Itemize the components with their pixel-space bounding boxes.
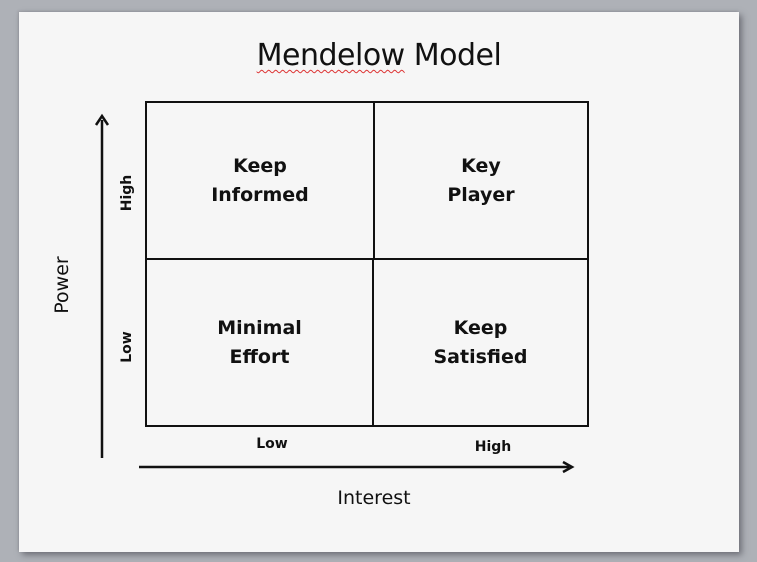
x-axis-label: Interest — [337, 487, 411, 509]
y-tick-low: Low — [119, 331, 135, 363]
slide: Mendelow Model Keep Informed Key Player … — [19, 12, 739, 552]
axis-arrows — [94, 113, 575, 474]
x-axis-arrow-icon — [139, 460, 575, 474]
y-axis-label: Power — [51, 256, 73, 314]
title-rest: Model — [404, 38, 502, 73]
y-axis-arrow-icon — [94, 113, 110, 458]
x-tick-low: Low — [256, 436, 288, 452]
quadrant-label: Keep Satisfied — [433, 316, 528, 368]
quadrant-minimal-effort: Minimal Effort — [145, 258, 374, 427]
quadrant-label: Keep Informed — [211, 154, 309, 206]
x-tick-high: High — [474, 439, 512, 455]
matrix-grid: Keep Informed Key Player Minimal Effort … — [145, 101, 589, 427]
quadrant-keep-satisfied: Keep Satisfied — [372, 258, 589, 427]
y-tick-high: High — [119, 174, 135, 212]
diagram-title: Mendelow Model — [19, 38, 739, 73]
title-misspelled-word: Mendelow — [256, 38, 406, 73]
quadrant-label: Minimal Effort — [217, 316, 302, 368]
quadrant-label: Key Player — [447, 154, 515, 206]
